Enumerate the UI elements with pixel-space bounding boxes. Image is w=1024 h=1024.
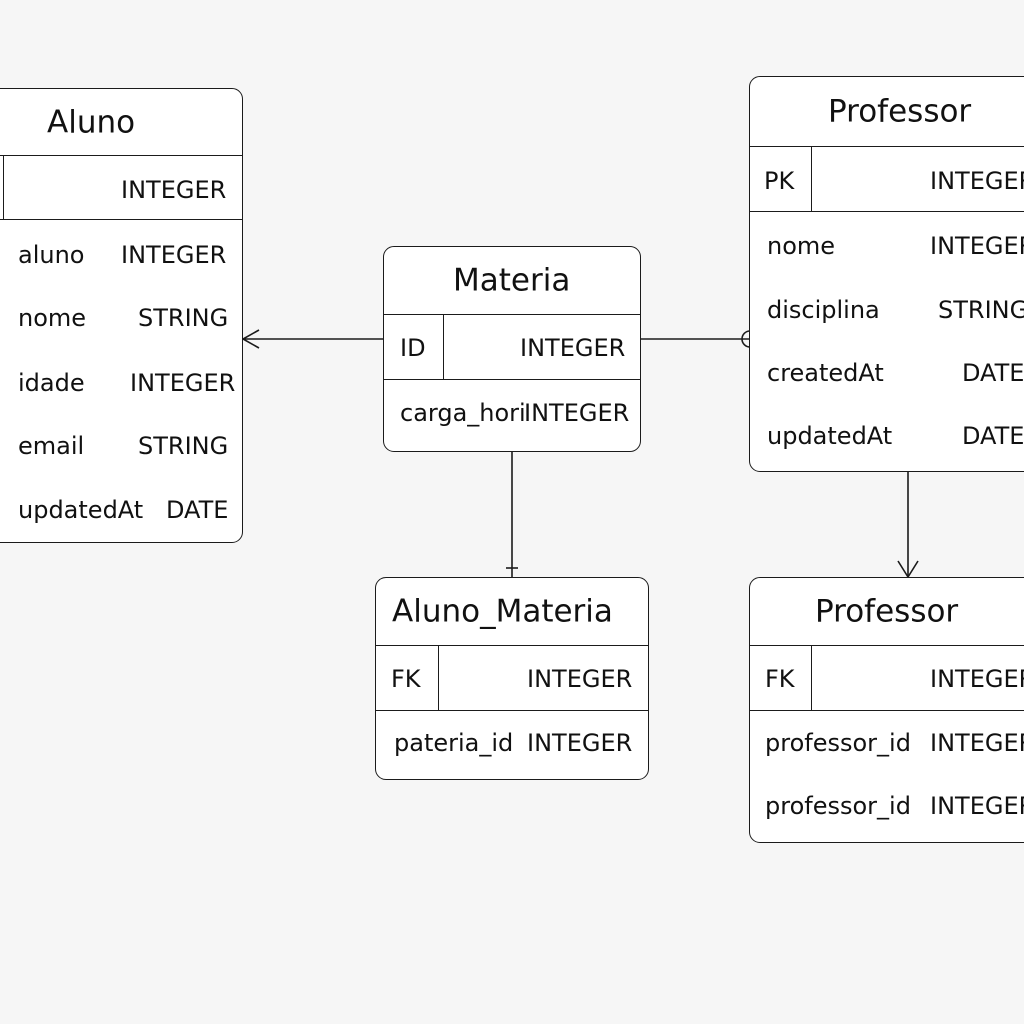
- field-key: PK: [764, 167, 795, 195]
- entity-title: Aluno: [47, 104, 136, 140]
- field-type: STRING: [138, 304, 229, 332]
- entity-title: Professor: [815, 593, 959, 630]
- field-type: INTEGER: [930, 665, 1024, 693]
- entity-aluno[interactable]: Aluno INTEGER aluno INTEGER nome STRING …: [0, 88, 243, 543]
- field-type: INTEGER: [121, 241, 227, 269]
- field-name: disciplina: [767, 296, 880, 324]
- entity-title: Professor: [828, 93, 972, 130]
- field-name: createdAt: [767, 359, 884, 387]
- field-type: INTEGER: [930, 729, 1024, 757]
- field-type: INTEGER: [930, 232, 1024, 260]
- field-name: updatedAt: [767, 422, 893, 450]
- field-type: INTEGER: [520, 334, 626, 362]
- field-type: INTEGER: [527, 729, 633, 757]
- field-type: STRING: [138, 432, 229, 460]
- field-type: DATE: [962, 359, 1024, 387]
- arrowhead-aluno: [241, 329, 260, 349]
- field-name: pateria_id: [394, 729, 514, 757]
- field-key: FK: [391, 665, 421, 693]
- field-type: INTEGER: [524, 399, 630, 427]
- arrowhead-professor-bottom: [897, 560, 919, 579]
- field-type: STRING: [938, 296, 1024, 324]
- entity-aluno-materia[interactable]: Aluno_Materia FK INTEGER pateria_id INTE…: [375, 577, 649, 780]
- field-name: professor_id: [765, 792, 911, 820]
- field-name: nome: [767, 232, 836, 260]
- entity-professor-link[interactable]: Professor FK INTEGER professor_id INTEGE…: [749, 577, 1024, 843]
- field-type: INTEGER: [930, 792, 1024, 820]
- field-key: ID: [400, 334, 426, 362]
- entity-materia[interactable]: Materia ID INTEGER carga_hori INTEGER: [383, 246, 641, 452]
- field-name: updatedAt: [18, 496, 144, 524]
- field-name: nome: [18, 304, 87, 332]
- field-type: DATE: [166, 496, 229, 524]
- field-name: aluno: [18, 241, 85, 269]
- entity-professor[interactable]: Professor PK INTEGER nome INTEGER discip…: [749, 76, 1024, 472]
- field-type: DATE: [962, 422, 1024, 450]
- field-type: INTEGER: [121, 176, 227, 204]
- entity-title: Materia: [453, 262, 571, 299]
- field-name: idade: [18, 369, 85, 397]
- field-key: FK: [765, 665, 795, 693]
- field-name: professor_id: [765, 729, 911, 757]
- field-type: INTEGER: [930, 167, 1024, 195]
- field-name: carga_hori: [400, 399, 526, 427]
- entity-title: Aluno_Materia: [392, 593, 613, 630]
- field-name: email: [18, 432, 85, 460]
- field-type: INTEGER: [527, 665, 633, 693]
- field-type: INTEGER: [130, 369, 236, 397]
